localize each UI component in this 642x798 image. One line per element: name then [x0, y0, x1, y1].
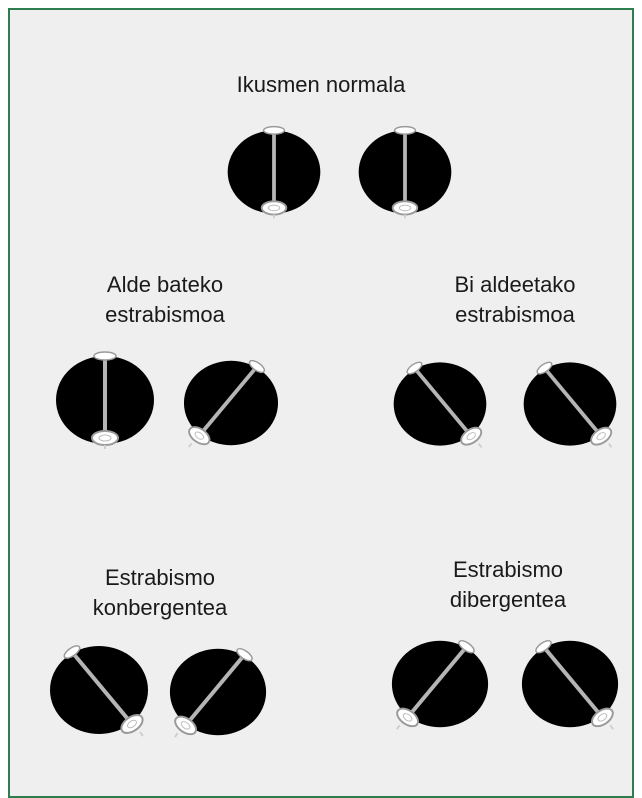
- bilateral-title-line1: Bi aldeetako: [454, 272, 576, 297]
- unilateral-title-line2: estrabismoa: [105, 302, 225, 327]
- normal-vision-title: Ikusmen normala: [236, 72, 406, 97]
- eye-tilted-left-icon: [44, 640, 154, 740]
- eye-tilted-right-icon: [164, 642, 272, 742]
- unilateral-title-line1: Alde bateko: [106, 272, 224, 297]
- unilateral-strabismus-title: Alde bateko estrabismoa: [50, 270, 280, 330]
- eye-tilted-left-icon: [388, 356, 492, 452]
- divergent-strabismus-title: Estrabismo dibergentea: [393, 555, 623, 615]
- bilateral-strabismus-title: Bi aldeetako estrabismoa: [400, 270, 630, 330]
- convergent-strabismus-title: Estrabismo konbergentea: [45, 563, 275, 623]
- divergent-title-line2: dibergentea: [449, 587, 567, 612]
- divergent-title-line1: Estrabismo: [452, 557, 564, 582]
- eye-tilted-left-icon: [518, 356, 622, 452]
- eye-tilted-left-icon: [516, 634, 624, 734]
- convergent-title-line1: Estrabismo: [104, 565, 216, 590]
- eye-tilted-right-icon: [386, 634, 494, 734]
- eye-tilted-right-icon: [176, 355, 286, 451]
- eye-straight-icon: [353, 123, 457, 221]
- eye-straight-icon: [222, 123, 326, 221]
- convergent-title-line2: konbergentea: [92, 595, 228, 620]
- eye-straight-icon: [50, 350, 160, 450]
- bilateral-title-line2: estrabismoa: [455, 302, 575, 327]
